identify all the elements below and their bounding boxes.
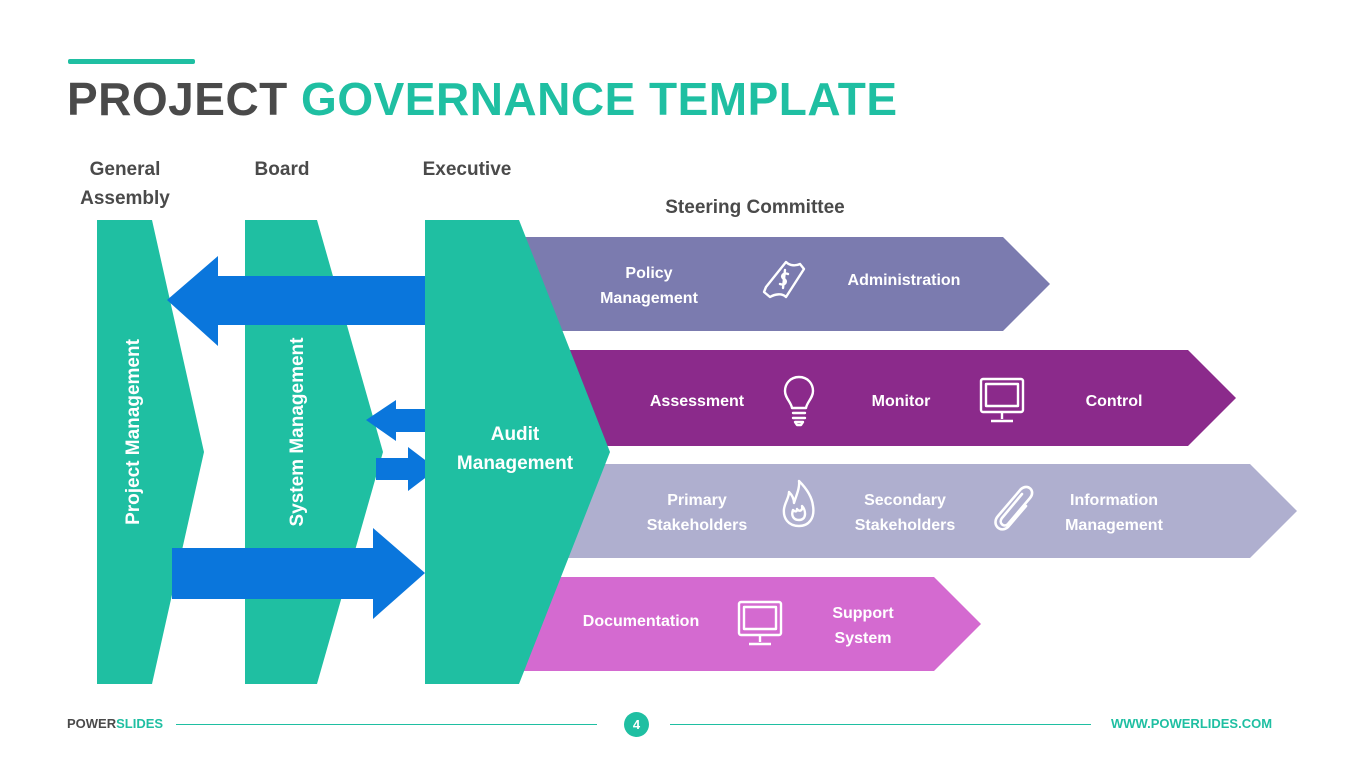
audit-management-label: Audit Management — [440, 420, 590, 478]
item-documentation: Documentation — [582, 613, 700, 630]
row-stakeholders — [500, 464, 1297, 558]
item-support-system: Support System — [832, 605, 894, 647]
footer-url[interactable]: WWW.POWERLIDES.COM — [1111, 716, 1273, 731]
monitor-icon — [979, 377, 1025, 423]
arrow-executive-to-board — [366, 400, 430, 441]
item-administration: Administration — [847, 272, 961, 289]
footer-line-left — [176, 724, 597, 725]
title-part-2: GOVERNANCE TEMPLATE — [301, 73, 898, 125]
brand-part-1: POWER — [67, 716, 117, 731]
brand-part-2: SLIDES — [116, 716, 164, 731]
item-control: Control — [1085, 393, 1143, 410]
row-documentation — [500, 577, 981, 671]
footer-brand: POWERSLIDES — [67, 716, 163, 731]
fire-icon — [782, 479, 815, 528]
arrow-assembly-to-executive — [172, 528, 425, 619]
item-information-management: Information Management — [1065, 492, 1163, 534]
row-policy — [500, 237, 1050, 331]
item-assessment: Assessment — [649, 393, 745, 410]
executive-block — [425, 220, 610, 684]
lightbulb-icon — [783, 375, 815, 427]
arrow-executive-to-assembly — [167, 256, 430, 346]
label-system-management: System Management — [287, 337, 308, 527]
item-policy-management: Policy Management — [600, 265, 698, 307]
row-assessment — [500, 350, 1236, 446]
title-accent-bar — [68, 59, 195, 64]
page-number: 4 — [624, 712, 649, 737]
item-primary-stakeholders: Primary Stakeholders — [646, 492, 748, 534]
audit-line-1: Audit — [490, 424, 540, 445]
title-part-1: PROJECT — [67, 73, 288, 125]
header-steering-committee: Steering Committee — [665, 197, 845, 218]
paperclip-icon — [994, 485, 1034, 531]
label-project-management: Project Management — [123, 339, 144, 525]
item-monitor: Monitor — [871, 393, 931, 410]
item-secondary-stakeholders: Secondary Stakeholders — [854, 492, 956, 534]
page-title: PROJECT GOVERNANCE TEMPLATE — [67, 72, 898, 126]
header-general-assembly: General Assembly — [80, 159, 170, 209]
money-icon — [762, 260, 806, 299]
arrow-board-to-executive — [376, 447, 437, 491]
footer-line-right — [670, 724, 1091, 725]
audit-line-2: Management — [456, 453, 574, 474]
header-board: Board — [254, 159, 310, 180]
monitor-icon — [737, 600, 783, 646]
header-executive: Executive — [422, 159, 512, 180]
